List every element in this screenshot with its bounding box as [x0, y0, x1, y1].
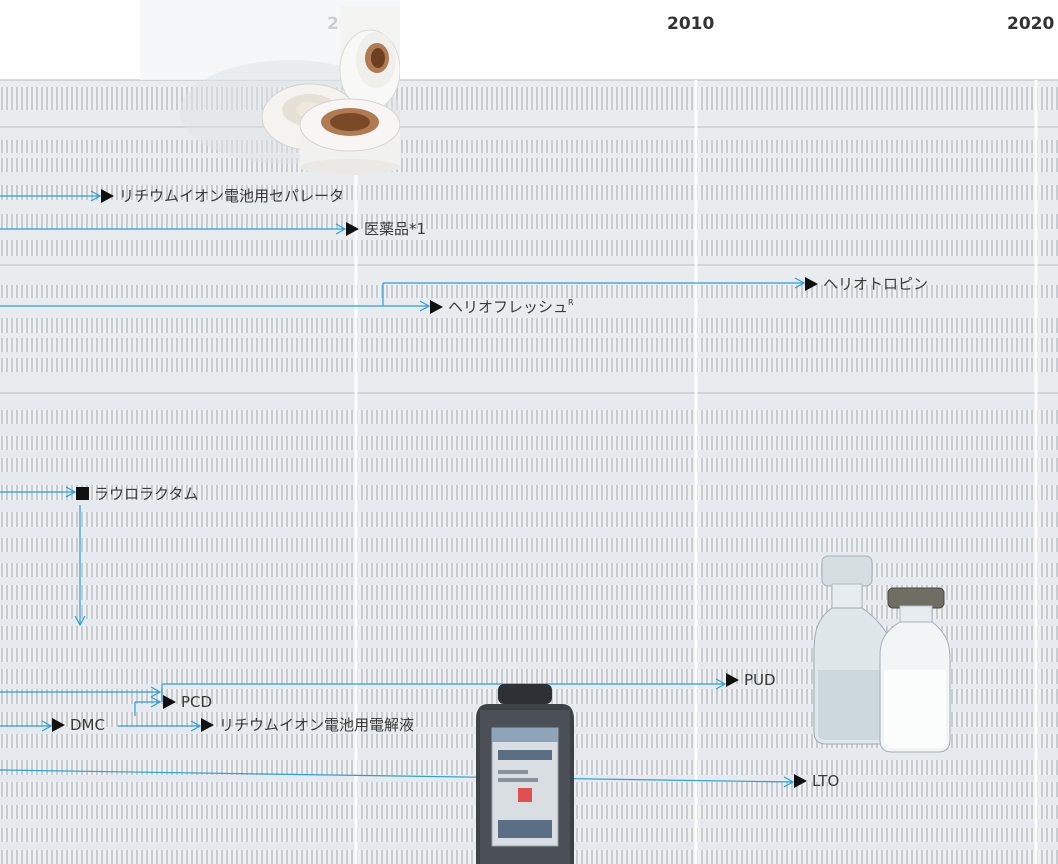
- label-helioflesh-text: ヘリオフレッシュ: [448, 298, 569, 316]
- registered-mark: R: [568, 298, 574, 307]
- flow-arrow-head: [794, 277, 806, 289]
- arrow-head-icon: [430, 300, 443, 314]
- stripe-row: [0, 626, 1058, 640]
- flow-arrow-head: [41, 720, 53, 732]
- label-pud: PUD: [726, 671, 776, 689]
- label-pud-text: PUD: [744, 671, 776, 689]
- arrow-head-icon: [52, 718, 65, 732]
- year-2010: 2010: [667, 14, 715, 34]
- label-lto-text: LTO: [812, 772, 840, 790]
- label-dmc-text: DMC: [70, 716, 105, 734]
- stripe-row: [0, 458, 1058, 472]
- flow-arrow-head: [715, 678, 727, 690]
- stripe-row: [0, 485, 1058, 500]
- arrow-head-icon: [726, 673, 739, 687]
- label-laurolactam: ラウロラクタム: [76, 485, 198, 503]
- flow-arrow-head: [90, 190, 102, 202]
- label-helioflesh: ヘリオフレッシュR: [430, 294, 574, 316]
- flow-arrow-head: [65, 486, 77, 498]
- stripe-row: [0, 338, 1058, 352]
- label-electrolyte: リチウムイオン電池用電解液: [201, 716, 414, 734]
- pud-bottles-photo: [813, 555, 951, 753]
- label-medicine: 医薬品*1: [346, 220, 426, 238]
- label-lto: LTO: [794, 772, 839, 790]
- stripe-row: [0, 669, 1058, 684]
- electrolyte-bottle-photo: [476, 684, 574, 864]
- flow-arrow-head: [419, 300, 431, 312]
- arrow-head-icon: [794, 774, 807, 788]
- flow-arrow-head: [74, 615, 86, 627]
- flow-arrow-head: [190, 720, 202, 732]
- stripe-row: [0, 358, 1058, 372]
- label-pcd-text: PCD: [181, 693, 213, 711]
- stripe-row: [0, 648, 1058, 662]
- stripe-row: [0, 605, 1058, 619]
- label-electrolyte-text: リチウムイオン電池用電解液: [219, 716, 415, 734]
- stripe-row: [0, 538, 1058, 552]
- label-dmc: DMC: [52, 716, 105, 734]
- label-medicine-text: 医薬品*1: [364, 220, 427, 238]
- arrow-head-icon: [346, 222, 359, 236]
- square-marker-icon: [76, 487, 89, 500]
- stripe-row: [0, 318, 1058, 333]
- arrow-head-icon: [805, 277, 818, 291]
- stripe-row: [0, 563, 1058, 577]
- flow-arrow-line: [0, 769, 794, 783]
- stripe-row: [0, 185, 1058, 200]
- arrow-head-icon: [163, 695, 176, 709]
- label-heliotropin-text: ヘリオトロピン: [823, 275, 929, 293]
- label-separator-text: リチウムイオン電池用セパレータ: [119, 187, 345, 205]
- separator-rolls-photo: [140, 0, 400, 175]
- label-heliotropin: ヘリオトロピン: [805, 275, 928, 293]
- stripe-row: [0, 436, 1058, 450]
- label-laurolactam-text: ラウロラクタム: [94, 485, 199, 503]
- stripe-row: [0, 585, 1058, 600]
- label-pcd: PCD: [163, 693, 212, 711]
- flow-arrow-head: [783, 776, 795, 788]
- flow-arrow-head: [335, 223, 347, 235]
- flow-arrow-head: [150, 696, 162, 708]
- label-separator: リチウムイオン電池用セパレータ: [101, 187, 344, 205]
- stripe-row: [0, 240, 1058, 256]
- stripe-row: [0, 214, 1058, 229]
- stripe-row: [0, 512, 1058, 527]
- stripe-row: [0, 285, 1058, 298]
- year-2020: 2020: [1007, 14, 1055, 34]
- stripe-row: [0, 410, 1058, 424]
- arrow-head-icon: [101, 189, 114, 203]
- arrow-head-icon: [201, 718, 214, 732]
- flow-arrow-head: [150, 686, 162, 698]
